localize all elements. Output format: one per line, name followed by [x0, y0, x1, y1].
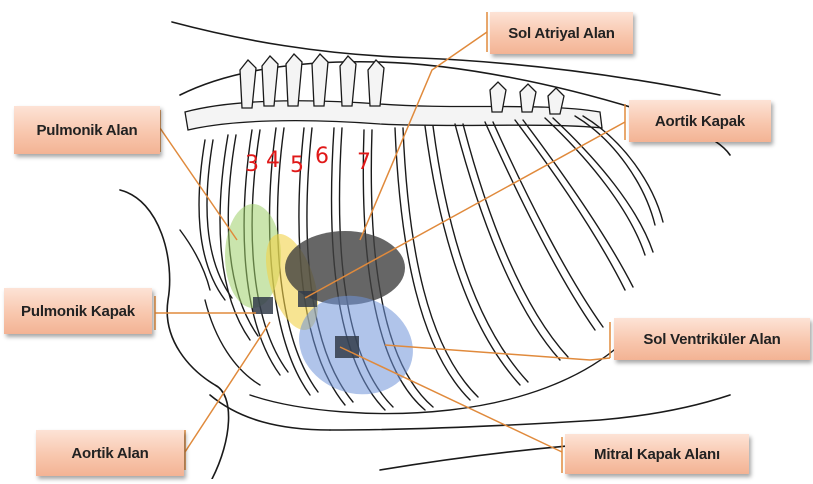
label-mitral-kapak-alani: Mitral Kapak Alanı [565, 434, 749, 474]
label-aortik-alan: Aortik Alan [36, 430, 184, 476]
rib-number-5: 5 [290, 153, 304, 178]
label-sol-ventrikuler-alan: Sol Ventriküler Alan [614, 318, 810, 360]
rib-number-7: 7 [357, 150, 371, 175]
pulmonic-valve-marker [253, 297, 273, 314]
spine [185, 54, 602, 130]
rib-number-4: 4 [266, 148, 280, 173]
label-pulmonik-alan: Pulmonik Alan [14, 106, 160, 154]
label-pulmonik-kapak: Pulmonik Kapak [4, 288, 152, 334]
label-sol-atriyal-alan: Sol Atriyal Alan [490, 12, 633, 54]
label-aortik-kapak: Aortik Kapak [629, 100, 771, 142]
rib-number-6: 6 [315, 144, 329, 169]
rib-number-3: 3 [245, 152, 259, 177]
